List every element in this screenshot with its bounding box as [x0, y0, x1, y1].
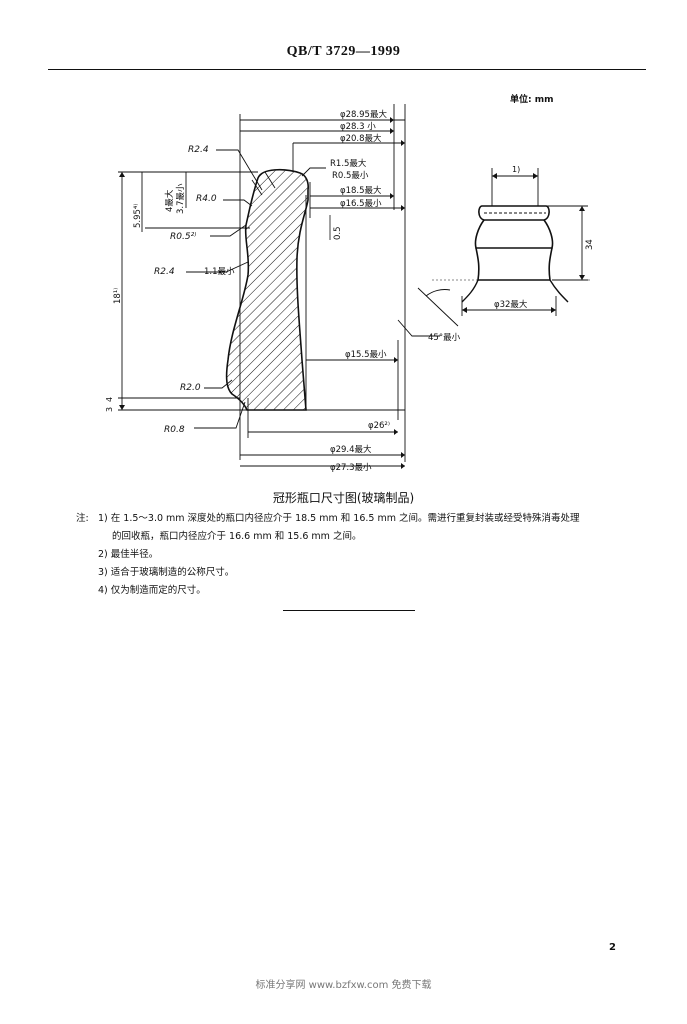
bottle-finish-figure: 1) 34 φ32最大 45°最小: [397, 165, 595, 343]
dim-v-3: 3: [105, 407, 114, 412]
dim-r-4-0: R4.0: [196, 194, 217, 204]
dim-d-26-8-max: φ20.8最大: [340, 133, 382, 144]
figure-caption: 冠形瓶口尺寸图(玻璃制品): [272, 491, 415, 505]
dim-v-4-max: 4最大: [164, 189, 175, 212]
note-1-line-1: 1) 在 1.5～3.0 mm 深度处的瓶口内径应介于 18.5 mm 和 16…: [98, 513, 580, 524]
unit-label: 单位: mm: [510, 95, 554, 105]
document-code: QB/T 3729—1999: [286, 44, 401, 59]
dim-v-5-95: 5.95⁴⁾: [133, 204, 143, 228]
footer-watermark: 标准分享网 www.bzfxw.com 免费下载: [255, 980, 432, 991]
dim-d-18-5-max: φ18.5最大: [340, 185, 382, 196]
bottle-neck-drawing: φ28.95最大 φ28.3 小 φ20.8最大 R1.5最大 R0.5最小 φ…: [105, 104, 595, 473]
note-1-line-2: 的回收瓶，瓶口内径应介于 16.6 mm 和 15.6 mm 之间。: [112, 531, 362, 542]
dim-angle-45-min: 45°最小: [428, 332, 461, 343]
end-rule: [283, 610, 415, 611]
note-4: 4) 仅为制造而定的尺寸。: [98, 585, 206, 596]
dim-d-28-3-min: φ28.3 小: [340, 121, 376, 132]
dim-d-28-95-max: φ28.95最大: [340, 109, 387, 120]
dim-r-0-5-min: R0.5最小: [332, 170, 369, 181]
note-3: 3) 适合于玻璃制造的公称尺寸。: [98, 567, 235, 578]
dim-r-1-5-max: R1.5最大: [330, 158, 367, 169]
dim-v-3-7-min: 3.7最小: [175, 183, 186, 214]
figure-notes: 注: 1) 在 1.5～3.0 mm 深度处的瓶口内径应介于 18.5 mm 和…: [76, 510, 656, 600]
header-rule: [48, 69, 646, 70]
dim-v-4: 4: [105, 397, 114, 402]
notes-label: 注:: [76, 513, 89, 524]
dim-v-34: 34: [585, 239, 595, 250]
dim-d-27-3-min: φ27.3最小: [330, 462, 372, 473]
dim-r-0-5: R0.5²⁾: [170, 232, 196, 242]
neck-cross-section: [225, 168, 309, 411]
dim-v-18: 18¹⁾: [113, 288, 123, 304]
dim-v-0-5: 0.5: [333, 226, 343, 240]
dim-v-1-1-min: 1.1最小: [204, 266, 235, 277]
dim-r-2-4-mid: R2.4: [154, 267, 175, 277]
dim-d-16-5-min: φ16.5最小: [340, 198, 382, 209]
dim-r-0-8: R0.8: [164, 425, 185, 435]
page-number: 2: [609, 942, 616, 953]
dim-d-32-max: φ32最大: [494, 299, 528, 310]
ref-note-1: 1): [512, 165, 520, 174]
dim-r-2-4-top: R2.4: [188, 145, 209, 155]
dim-d-29-4-max: φ29.4最大: [330, 444, 372, 455]
dim-d-15-5-min: φ15.5最小: [345, 349, 387, 360]
dim-r-2-0: R2.0: [180, 383, 201, 393]
note-2: 2) 最佳半径。: [98, 549, 159, 560]
dim-d-26: φ26²⁾: [368, 421, 390, 431]
